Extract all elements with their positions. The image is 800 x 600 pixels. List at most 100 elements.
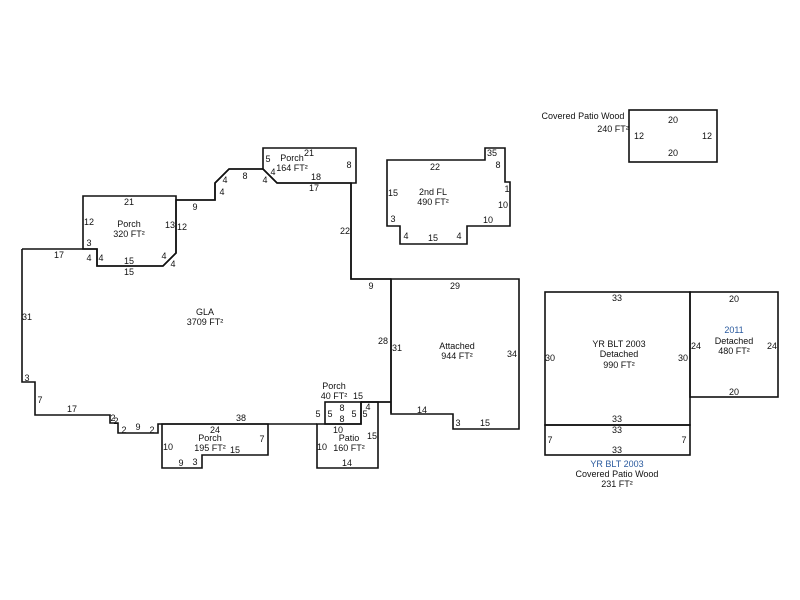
dim: 24 [691,341,701,351]
dim: 10 [317,442,327,452]
dim: 10 [483,215,493,225]
dim: 4 [219,187,224,197]
porch-164-outline [262,147,357,184]
dim: 8 [339,403,344,413]
dim: 21 [304,148,314,158]
area-size: 195 FT² [194,443,226,453]
year-label: YR BLT 2003 [590,459,643,469]
dim: 31 [392,343,402,353]
dim: 3 [390,214,395,224]
porch-320-area[interactable]: Porch 320 FT² 21 12 3 4 15 4 4 13 12 [82,195,187,269]
dim: 15 [388,188,398,198]
dim: 18 [311,172,321,182]
dim: 12 [177,222,187,232]
gla-outline-right [350,183,391,280]
dim: 20 [729,387,739,397]
dim: 2 [121,425,126,435]
area-size: 160 FT² [333,443,365,453]
dim: 12 [634,131,644,141]
dim: 4 [403,231,408,241]
second-floor-area[interactable]: 2nd FL 490 FT² 22 35 8 1 10 10 15 3 4 15… [386,147,511,245]
dim: 7 [681,435,686,445]
area-label: Porch [198,433,222,443]
dim: 3 [455,418,460,428]
gla-outline-top [176,168,263,201]
dim: 4 [270,167,275,177]
dim: 33 [612,414,622,424]
area-size: 490 FT² [417,197,449,207]
covered-patio-240-area[interactable]: Covered Patio Wood 240 FT² 20 12 12 20 [542,109,718,163]
area-size: 480 FT² [718,346,750,356]
porch-164-area[interactable]: Porch 164 FT² 5 21 8 4 18 [262,147,357,184]
area-size: 40 FT² [321,391,348,401]
dim: 20 [668,115,678,125]
attached-outline [390,278,520,430]
year-label: YR BLT 2003 [592,339,645,349]
dim: 17 [54,250,64,260]
dim: 9 [135,422,140,432]
dim: 14 [342,458,352,468]
area-label: Porch [322,381,346,391]
area-size: 164 FT² [276,163,308,173]
dim: 38 [236,413,246,423]
dim: 2 [113,416,118,426]
porch-195-area[interactable]: Porch 195 FT² 24 15 7 10 9 3 [161,423,269,469]
area-label: Porch [117,219,141,229]
area-label: 2nd FL [419,187,447,197]
detached-990-area[interactable]: YR BLT 2003 Detached 990 FT² 33 30 30 33 [544,291,691,426]
area-size: 990 FT² [603,360,635,370]
dim: 8 [346,160,351,170]
gla-label: GLA [196,307,214,317]
dim: 33 [612,293,622,303]
second-floor-outline [386,147,511,245]
dim: 17 [309,183,319,193]
area-label: Covered Patio Wood [576,469,659,479]
dim: 35 [487,148,497,158]
area-size: 231 FT² [601,479,633,489]
area-size: 240 FT² [597,124,629,134]
dim: 7 [259,434,264,444]
dim: 5 [351,409,356,419]
dim: 34 [507,349,517,359]
patio-area[interactable]: Patio 160 FT² 10 10 15 14 [316,401,379,469]
dim: 12 [702,131,712,141]
dim: 14 [417,405,427,415]
dim: 10 [163,442,173,452]
dim: 15 [230,445,240,455]
porch-320-outline [82,195,177,267]
attached-garage-area[interactable]: Attached 944 FT² 29 31 34 14 3 15 [390,278,520,430]
dim: 2 [149,425,154,435]
dim: 30 [678,353,688,363]
dim: 15 [480,418,490,428]
area-label: Covered Patio Wood [542,111,625,121]
patio-outline [316,401,379,469]
covered-patio-240-outline [628,109,718,163]
dim: 5 [315,409,320,419]
year-label: 2011 [724,325,743,335]
gla-area-label: 3709 FT² [187,317,224,327]
dim: 15 [353,391,363,401]
dim: 3 [24,373,29,383]
area-size: 320 FT² [113,229,145,239]
dim: 9 [368,281,373,291]
dim: 9 [178,458,183,468]
dim: 4 [161,251,166,261]
detached-480-outline [689,291,779,398]
covered-patio-231-area[interactable]: 33 7 7 33 YR BLT 2003 Covered Patio Wood… [544,424,691,489]
dim: 22 [430,162,440,172]
area-size: 944 FT² [441,351,473,361]
dim: 30 [545,353,555,363]
dim: 15 [428,233,438,243]
detached-480-area[interactable]: 2011 Detached 480 FT² 20 24 24 20 [689,291,779,398]
dim: 22 [340,226,350,236]
area-label: Detached [600,349,639,359]
porch-40-area[interactable]: Porch 40 FT² 15 8 5 5 8 5 5 4 [315,381,371,425]
dim: 4 [262,175,267,185]
dim: 15 [124,256,134,266]
dim: 3 [192,457,197,467]
dim: 5 [362,409,367,419]
area-label: Detached [715,336,754,346]
dim: 9 [192,202,197,212]
dim: 20 [668,148,678,158]
